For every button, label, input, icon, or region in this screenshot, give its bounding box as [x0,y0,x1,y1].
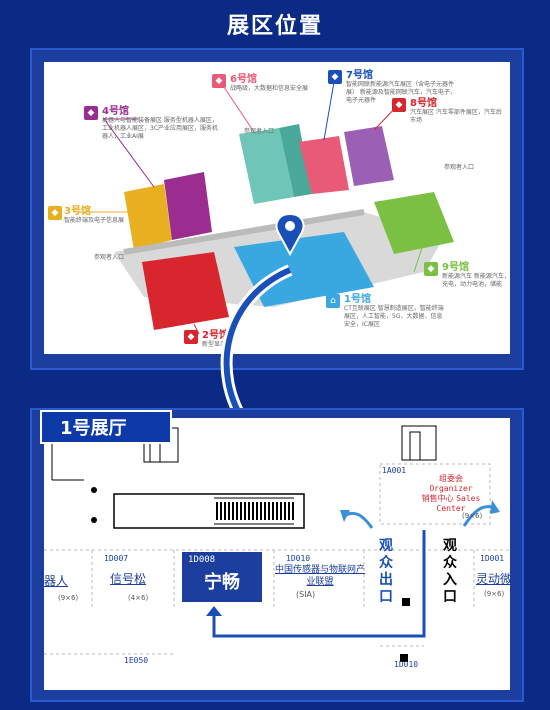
hall4-num: 4号馆 [102,106,129,117]
booth-1d008-name: 宁畅 [204,572,240,593]
bottom-code-1e050: 1E050 [124,656,149,665]
hall7-num: 7号馆 [346,70,373,81]
hall6-label: 6号馆 战略级，大数据和信息安全展 [230,74,340,93]
hall4-block [164,172,212,240]
hall6-block [239,128,294,204]
exit-arrow-icon [340,510,350,522]
hall1-num: 1号馆 [344,294,371,305]
route-arrow-icon [206,606,222,616]
hall4-desc: 机器人与智能装备展区 服务型机器人展区，工业机器人展区，3C产业应用展区，服务机… [102,117,219,140]
hall8-desc: 汽车展区 汽车零部件展区，汽车后市场 [410,109,502,124]
location-pin-icon [275,212,305,257]
organizer-line3: 销售中心 [421,494,454,503]
booth-1d007-code: 1D007 [104,554,129,563]
hall2-num: 2号馆 [202,330,229,341]
booth-1d008-highlight[interactable]: 1D008 宁畅 [182,552,262,602]
hall8-icon: ◆ [392,98,406,112]
hall7-icon: ◆ [328,70,342,84]
booth-1d001-name[interactable]: 灵动微 [476,572,510,586]
organizer-size: (9×6) [462,512,483,520]
entry-arrow-icon [490,500,500,514]
booth-1d001-code: 1D001 [480,554,505,563]
entrance-label: 观众入口 [443,538,457,605]
entrance-label-west: 参观者入口 [94,254,125,261]
hall1-floor-plan: 1A001 组委会 Organizer 销售中心 Sales Center (9… [44,418,510,690]
organizer-line5: Center [436,504,466,513]
booth-1d010-name[interactable]: 中国传感器与物联网产业联盟 [274,565,365,587]
hall2-icon: ◆ [184,330,198,344]
organizer-code: 1A001 [382,466,407,475]
hall6-side [279,124,312,197]
booth-1d001-size: (9×6) [484,590,505,598]
hall9-icon: ◆ [424,262,438,276]
hall2-block [142,252,229,330]
booth-1d008-code: 1D008 [188,555,216,565]
organizer-line2: Organizer [429,484,473,493]
hall7-desc: 智能网联新能源汽车展区（含电子元器件展） 新能源及智能网联汽车，汽车电子，电子元… [346,81,456,104]
organizer-text: 组委会 Organizer 销售中心 Sales Center [406,474,496,514]
hall1-tag: 1号展厅 [40,410,172,444]
organizer-line4: Sales [456,494,481,503]
hall8-num: 8号馆 [410,98,437,109]
bottom-code-1d010: 1D010 [394,660,419,669]
hall8-block [344,126,394,186]
hall3-num: 3号馆 [64,206,91,217]
organizer-line1: 组委会 [439,474,463,483]
hall-overview-map [79,81,454,335]
hall3-desc: 智能终端及电子信息展 [64,217,125,224]
booth-partial-robot[interactable]: 器人 [44,574,69,588]
hall7-block [299,136,349,194]
booth-1d007-size: (4×6) [128,594,149,602]
hall1-icon: ⌂ [326,294,340,308]
booth-1d007-name[interactable]: 信号松 [110,572,147,586]
hall9-desc: 新能源汽车 新能源汽车，充电，动力电池，储能 [442,273,510,288]
hall6-icon: ◆ [212,74,226,88]
hall3-label: 3号馆 智能终端及电子信息展 [64,206,134,225]
entrance-label-north: 参观者入口 [244,128,275,135]
booth-1d010-code: 1D010 [286,554,311,563]
entrance-label-east: 参观者入口 [444,164,475,171]
hall3-icon: ◆ [48,206,62,220]
hall2-label: 2号馆 新型显示展 [202,330,272,349]
hall9-num: 9号馆 [442,262,469,273]
hall4-label: 4号馆 机器人与智能装备展区 服务型机器人展区，工业机器人展区，3C产业应用展区… [102,106,222,141]
booth-partial-size: (9×6) [58,594,79,602]
hall7-label: 7号馆 智能网联新能源汽车展区（含电子元器件展） 新能源及智能网联汽车，汽车电子… [346,70,456,105]
top-map: ◆ 4号馆 机器人与智能装备展区 服务型机器人展区，工业机器人展区，3C产业应用… [44,62,510,354]
hall1-label: 1号馆 CT互联展区 智慧制造展区，智能终端展区，人工智能，5G，大数据，信息安… [344,294,444,329]
hall6-desc: 战略级，大数据和信息安全展 [230,85,309,92]
hall9-block [374,192,454,254]
booth-1d010-abbr: (SIA) [296,590,316,599]
hall3-block [124,184,172,250]
hall9-label: 9号馆 新能源汽车 新能源汽车，充电，动力电池，储能 [442,262,510,289]
hall1-desc: CT互联展区 智慧制造展区，智能终端展区，人工智能，5G，大数据，信息安全，IC… [344,305,444,328]
hall8-label: 8号馆 汽车展区 汽车零部件展区，汽车后市场 [410,98,506,125]
exit-label: 观众出口 [379,538,393,605]
page-title: 展区位置 [226,14,323,39]
hall2-desc: 新型显示展 [202,341,233,348]
hall4-icon: ◆ [84,106,98,120]
hall6-num: 6号馆 [230,74,257,85]
